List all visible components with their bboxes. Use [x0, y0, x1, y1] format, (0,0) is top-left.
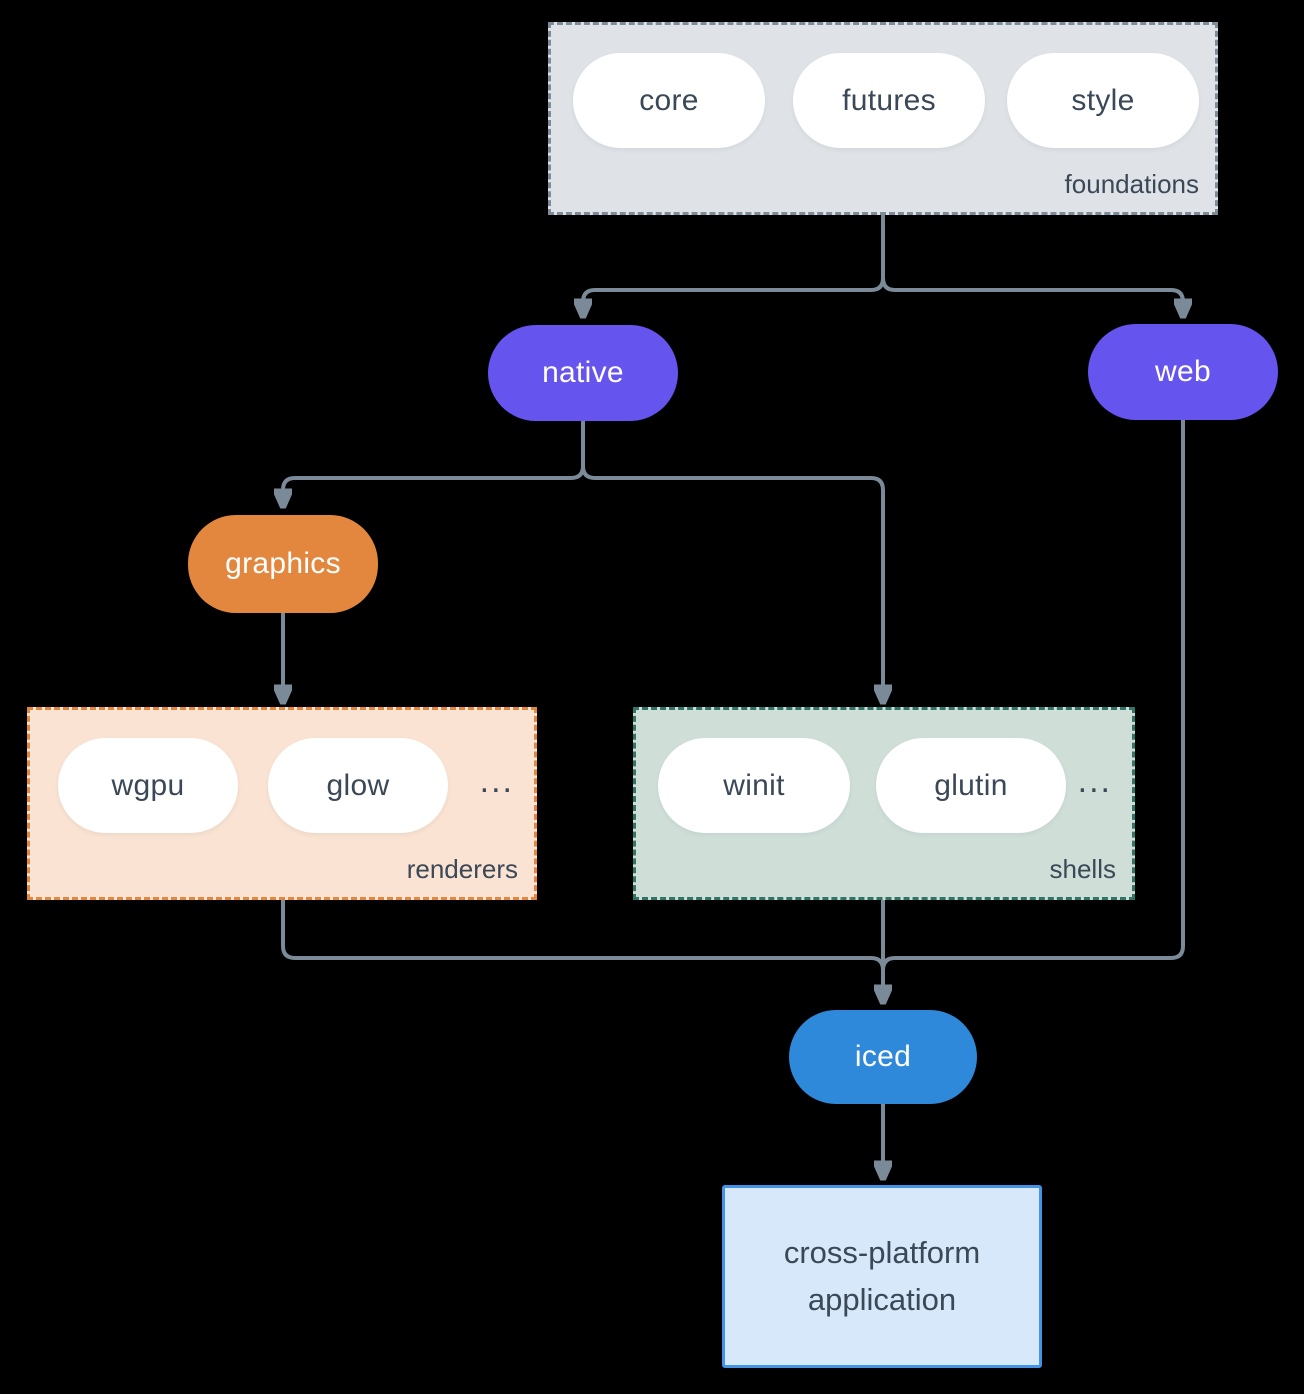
- node-web-label: web: [1155, 355, 1211, 388]
- node-graphics-label: graphics: [225, 547, 341, 580]
- node-native-label: native: [542, 356, 624, 389]
- renderers-group-label: renderers: [406, 854, 518, 884]
- application-label: cross-platform application: [783, 1235, 981, 1317]
- shells-group: winit glutin ... shells: [633, 707, 1135, 900]
- node-winit: winit: [658, 738, 850, 833]
- node-iced-label: iced: [854, 1040, 912, 1073]
- edge-native-to-shells: [581, 421, 883, 700]
- node-glow-label: glow: [326, 768, 390, 802]
- node-wgpu: wgpu: [58, 738, 238, 833]
- node-futures-label: futures: [842, 83, 936, 117]
- edge-foundations-to-web: [881, 215, 1183, 314]
- shells-ellipsis: ...: [1077, 762, 1112, 800]
- edge-renderers-to-merge: [281, 900, 885, 971]
- node-winit-label: winit: [723, 768, 785, 802]
- node-core: core: [573, 53, 765, 148]
- foundations-group-label: foundations: [1064, 169, 1199, 199]
- node-glutin: glutin: [876, 738, 1066, 833]
- node-graphics: graphics: [188, 515, 378, 613]
- edge-native-to-graphics: [283, 421, 585, 504]
- node-glow: glow: [268, 738, 448, 833]
- node-futures: futures: [793, 53, 985, 148]
- node-style-label: style: [1071, 83, 1135, 117]
- node-glutin-label: glutin: [934, 768, 1008, 802]
- renderers-group: wgpu glow ... renderers: [27, 707, 537, 900]
- shells-group-label: shells: [1049, 854, 1116, 884]
- node-style: style: [1007, 53, 1199, 148]
- foundations-group: core futures style foundations: [548, 22, 1218, 215]
- node-core-label: core: [639, 83, 699, 117]
- node-wgpu-label: wgpu: [111, 768, 185, 802]
- node-cross-platform-application: cross-platform application: [722, 1185, 1042, 1368]
- renderers-ellipsis: ...: [479, 762, 514, 800]
- node-native: native: [488, 325, 678, 421]
- edge-foundations-to-native: [583, 215, 885, 314]
- node-iced: iced: [789, 1010, 977, 1104]
- node-web: web: [1088, 324, 1278, 420]
